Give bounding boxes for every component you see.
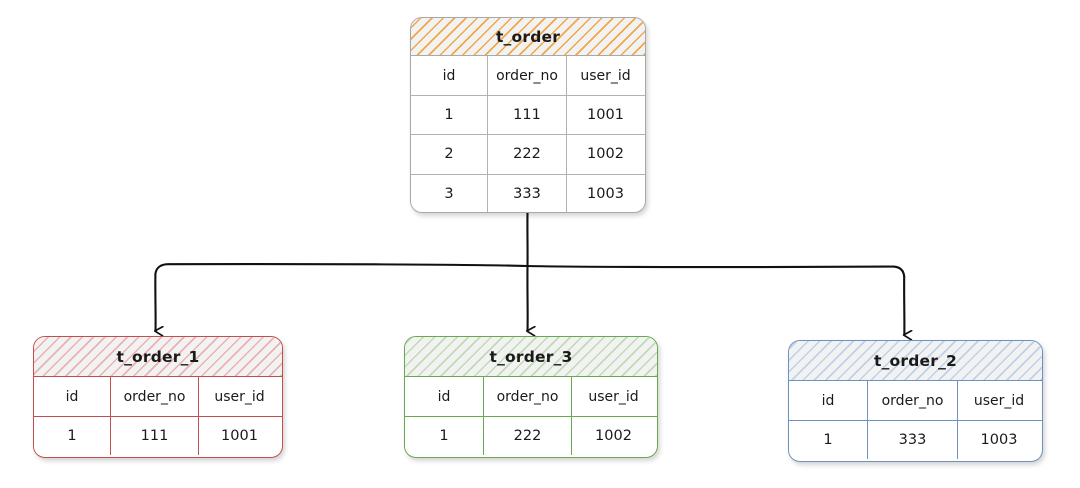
cell-id: 1: [34, 417, 110, 455]
column-header-id: id: [405, 377, 483, 416]
table-card-t_order_3: t_order_3 id order_no user_id 1 222 1002: [404, 336, 658, 458]
table-row: 1 111 1001: [411, 95, 645, 135]
cell-user_id: 1002: [571, 417, 655, 455]
cell-order_no: 222: [487, 135, 566, 174]
cell-id: 3: [411, 174, 487, 212]
column-header-order_no: order_no: [483, 377, 571, 416]
cell-order_no: 222: [483, 417, 571, 455]
table-title: t_order_1: [116, 348, 200, 366]
table-title: t_order_2: [873, 352, 958, 370]
table-card-t_order_1: t_order_1 id order_no user_id 1 111 1001: [33, 336, 283, 458]
table-row: 1 222 1002: [405, 416, 657, 455]
cell-user_id: 1002: [566, 135, 644, 174]
cell-user_id: 1003: [957, 421, 1040, 459]
column-header-user_id: user_id: [198, 377, 280, 416]
table-card-t_order: t_order id order_no user_id 1 111 1001 2…: [410, 17, 646, 213]
column-header-id: id: [789, 381, 867, 420]
table-header-t_order: t_order: [411, 18, 645, 56]
column-header-id: id: [34, 377, 110, 416]
table-title: t_order: [495, 28, 561, 46]
column-header-user_id: user_id: [571, 377, 655, 416]
cell-user_id: 1001: [566, 96, 644, 135]
column-header-order_no: order_no: [487, 56, 566, 96]
table-column-headers: id order_no user_id: [411, 56, 645, 96]
table-row: 3 333 1003: [411, 173, 645, 212]
cell-id: 1: [789, 421, 867, 459]
cell-id: 2: [411, 135, 487, 174]
table-row: 1 111 1001: [34, 416, 282, 455]
table-header-t_order_3: t_order_3: [405, 337, 657, 377]
cell-order_no: 333: [867, 421, 957, 459]
table-column-headers: id order_no user_id: [405, 377, 657, 416]
table-column-headers: id order_no user_id: [34, 377, 282, 416]
cell-user_id: 1001: [198, 417, 280, 455]
cell-order_no: 111: [487, 96, 566, 135]
cell-order_no: 111: [110, 417, 198, 455]
column-header-user_id: user_id: [957, 381, 1040, 420]
table-header-t_order_1: t_order_1: [34, 337, 282, 377]
connector-bar-right: [526, 264, 906, 278]
table-header-t_order_2: t_order_2: [789, 341, 1042, 381]
table-row: 1 333 1003: [789, 420, 1042, 459]
column-header-user_id: user_id: [566, 56, 644, 96]
cell-user_id: 1003: [566, 174, 644, 212]
cell-id: 1: [411, 96, 487, 135]
table-row: 2 222 1002: [411, 134, 645, 174]
cell-order_no: 333: [487, 174, 566, 212]
table-column-headers: id order_no user_id: [789, 381, 1042, 420]
connector-bar-left: [154, 263, 529, 276]
column-header-order_no: order_no: [867, 381, 957, 420]
table-title: t_order_3: [489, 348, 573, 366]
cell-id: 1: [405, 417, 483, 455]
column-header-id: id: [411, 56, 487, 96]
column-header-order_no: order_no: [110, 377, 198, 416]
table-card-t_order_2: t_order_2 id order_no user_id 1 333 1003: [788, 340, 1043, 462]
